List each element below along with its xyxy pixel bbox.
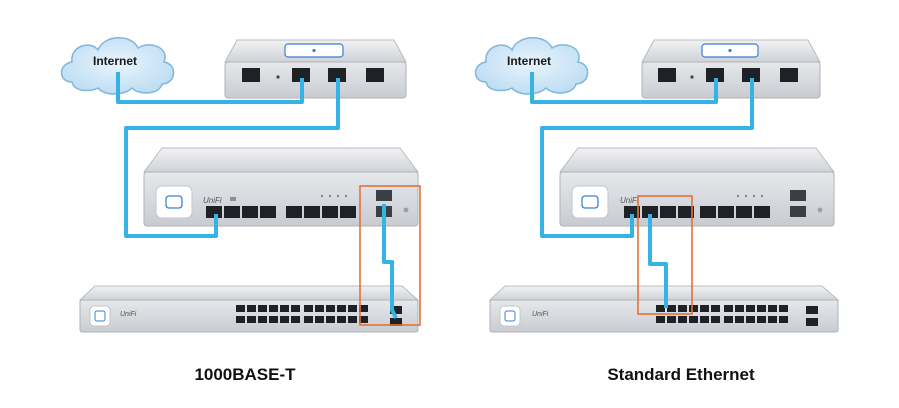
highlight-box xyxy=(359,185,421,326)
gateway-device xyxy=(224,39,407,99)
port-icon xyxy=(658,68,676,82)
cable-internet-gateway xyxy=(116,72,304,104)
brand-label: UniFi xyxy=(620,196,639,205)
internet-cloud: Internet xyxy=(474,37,589,95)
port-icon xyxy=(366,68,384,82)
internet-label: Internet xyxy=(93,54,137,68)
port-icon xyxy=(242,68,260,82)
port-icon xyxy=(706,68,724,82)
switch-logo-icon xyxy=(504,310,516,322)
switch-logo-icon xyxy=(94,310,106,322)
switch-8port: UniFi xyxy=(559,147,835,227)
brand-label: UniFi xyxy=(532,311,549,318)
switch-8port: UniFi xyxy=(143,147,419,227)
internet-label: Internet xyxy=(507,54,551,68)
sfp-port-icon xyxy=(790,206,806,217)
caption-left: 1000BASE-T xyxy=(194,365,296,384)
sfp-port-icon xyxy=(790,190,806,201)
port-icon xyxy=(292,68,310,82)
switch-24port: UniFi xyxy=(78,285,420,333)
port-icon xyxy=(780,68,798,82)
port-icon xyxy=(328,68,346,82)
cables xyxy=(116,72,398,319)
cable-switch-switch xyxy=(648,214,668,308)
port-grid xyxy=(236,305,402,326)
cable-gateway-switch xyxy=(540,78,754,238)
port-grid xyxy=(656,305,818,326)
highlight-box xyxy=(637,195,693,315)
brand-label: UniFi xyxy=(120,311,137,318)
panel-right: Internet UniFi xyxy=(474,37,840,384)
cable-gateway-switch xyxy=(124,78,340,238)
gateway-device xyxy=(641,39,821,99)
switch-logo-icon xyxy=(165,195,183,209)
switch-logo-icon xyxy=(581,195,599,209)
sfp-port-icon xyxy=(376,190,392,201)
panel-left: Internet UniFi xyxy=(60,37,421,384)
brand-label: UniFi xyxy=(203,196,222,205)
port-bank xyxy=(206,206,356,218)
caption-right: Standard Ethernet xyxy=(607,365,755,384)
cables xyxy=(530,72,754,308)
internet-cloud: Internet xyxy=(60,37,175,95)
port-bank xyxy=(624,206,770,218)
cable-switch-switch xyxy=(382,204,398,319)
port-icon xyxy=(742,68,760,82)
cable-internet-gateway xyxy=(530,72,718,104)
